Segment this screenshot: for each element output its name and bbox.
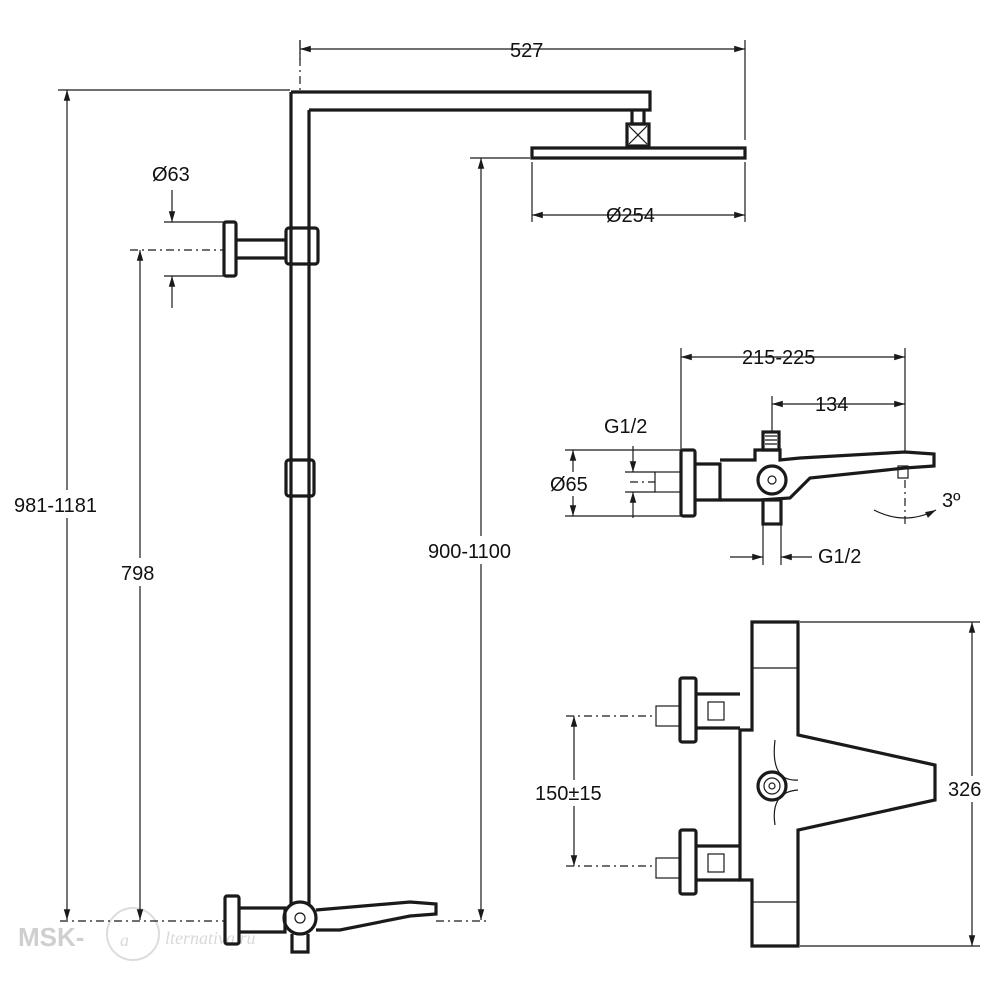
riser-pipe [289,92,311,905]
pipe-sleeve [284,458,316,498]
label-mixer-length: 215-225 [742,347,815,369]
angle-arc [873,509,937,519]
label-mixer-width: 326 [948,779,981,801]
mixer-outlet [290,934,310,954]
lower-nut [707,853,725,873]
upper-nut [707,701,725,721]
dimension-flange-diameter: Ø65 [548,449,681,517]
dimension-mixer-length: 215-225 [680,347,906,452]
lower-inlet [655,857,681,879]
bath-spout [315,900,438,932]
dimension-head-diameter: Ø254 [531,162,746,227]
mixer-side-flange [679,448,697,518]
watermark-script-letter: a [120,930,129,950]
ball-joint [625,122,651,148]
label-flange-diameter: Ø65 [550,474,588,496]
mixer-side-top-outlet [761,430,781,452]
ext-lines [680,348,906,452]
upper-eccentric [696,692,740,730]
mixer-side-inlet [654,471,682,493]
mixer-side-aerator [897,465,909,479]
dimension-total-height: 981-1181 [10,89,290,920]
label-spout-angle: 3º [942,490,961,512]
mixer-front-knob [756,770,788,802]
mixer-knob [282,900,318,936]
label-support-diameter: Ø63 [152,164,190,186]
mixer-knob-center [294,912,306,924]
label-support-height: 798 [121,563,154,585]
label-outlet-thread: G1/2 [818,546,861,568]
arm-connector [630,110,646,126]
wall-support-flange [222,220,238,278]
label-background [10,490,120,518]
lower-eccentric [696,844,740,882]
mixer-front-caps [752,667,798,903]
dimension-arm-length: 527 [299,40,746,140]
watermark: MSK- a lternativa.ru [18,907,256,961]
ext-lines [565,449,681,517]
dimension-spout-length: 134 [771,394,905,432]
dimension-head-height: 900-1100 [425,157,537,920]
upper-flange [678,676,698,744]
mixer-front-knob-center [768,782,776,790]
label-background [118,558,164,586]
lower-flange [678,828,698,896]
dimension-inlet-thread: G1/2 [604,416,655,518]
label-head-diameter: Ø254 [606,205,655,227]
dimension-support-diameter: Ø63 [152,164,224,308]
wall-support-arm [236,238,286,260]
shower-column-side-view [60,40,747,954]
ext-lines [625,471,655,493]
dimension-inlet-spacing: 150±15 [533,715,656,867]
dimension-outlet-thread: G1/2 [730,524,861,568]
mixer-side-eccentric [695,462,722,502]
mixer-side-knob-center [767,475,777,485]
mixer-side-view [630,430,936,526]
ext-lines [800,621,980,947]
ext-lines [762,524,782,565]
mixer-front-knob-ring [763,777,781,795]
label-background [425,536,537,564]
label-spout-length: 134 [815,394,848,416]
watermark-seal-icon [106,907,160,961]
support-clamp [284,226,320,266]
label-background [944,776,994,802]
mixer-front-body [738,620,937,948]
dimension-spout-angle: 3º [873,490,961,519]
watermark-brand: MSK- [18,922,84,952]
label-head-height: 900-1100 [428,541,511,563]
mixer-side-body [720,448,936,502]
ext-lines [164,221,224,277]
shower-head [530,146,747,160]
ball-joint-cross [628,125,648,145]
thread-lines [765,435,777,445]
label-background [533,780,617,806]
label-inlet-spacing: 150±15 [535,783,602,805]
inlet-centerlines [566,715,656,867]
dimension-mixer-width: 326 [800,621,994,947]
mixer-flange [223,894,241,946]
dimension-support-height: 798 [118,249,224,920]
label-arm-length: 527 [510,40,543,62]
label-background [548,472,598,496]
upper-inlet [655,705,681,727]
shower-arm [291,90,652,112]
mixer-side-bottom-outlet [761,498,783,526]
mixer-side-knob [756,464,788,496]
mixer-front-view [655,620,937,948]
label-inlet-thread: G1/2 [604,416,647,438]
label-total-height: 981-1181 [14,495,97,517]
